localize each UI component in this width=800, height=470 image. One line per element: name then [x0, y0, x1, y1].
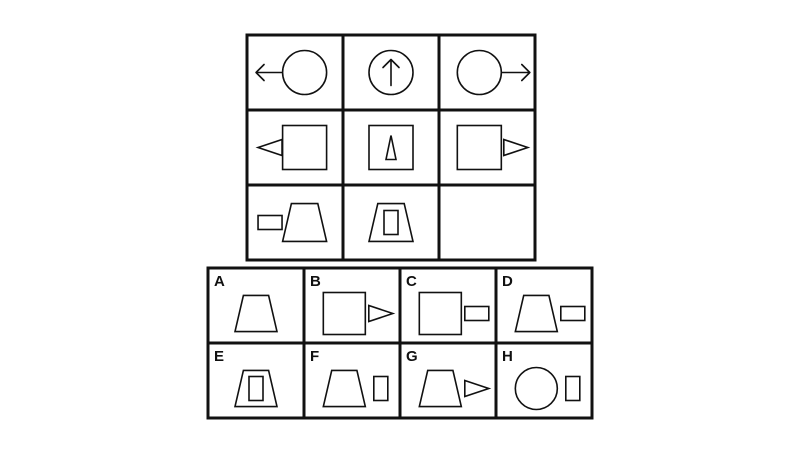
- option-label: C: [406, 273, 417, 290]
- matrix-cell-r3-c1: [245, 183, 345, 262]
- option-label: F: [310, 348, 319, 365]
- triangle-up-icon: [385, 135, 397, 161]
- option-b[interactable]: B: [302, 266, 402, 345]
- matrix-cell-r1-c2: [341, 33, 441, 112]
- puzzle-matrix: [245, 33, 537, 262]
- option-label: A: [214, 273, 225, 290]
- matrix-cell-r1-c3: [437, 33, 537, 112]
- option-label: D: [502, 273, 513, 290]
- option-label: E: [214, 348, 224, 365]
- circle-shape: [281, 49, 328, 96]
- option-d[interactable]: D: [494, 266, 594, 345]
- circle-shape: [456, 49, 503, 96]
- trapezoid-shape: [322, 369, 367, 408]
- vertical-rectangle-icon: [383, 209, 399, 236]
- left-arrow-icon: [255, 63, 285, 82]
- trapezoid-shape: [514, 294, 559, 333]
- up-arrow-icon: [382, 58, 400, 87]
- trapezoid-shape: [233, 294, 279, 333]
- square-shape: [418, 291, 463, 336]
- option-g[interactable]: G: [398, 341, 498, 420]
- trapezoid-shape: [281, 202, 328, 243]
- triangle-right-icon: [367, 304, 396, 323]
- matrix-cell-r2-c3: [437, 108, 537, 187]
- triangle-left-icon: [255, 138, 283, 157]
- horizontal-rectangle-icon: [463, 305, 490, 322]
- answer-options: A B C D E F G H: [206, 266, 594, 420]
- triangle-right-icon: [502, 138, 531, 157]
- vertical-rectangle-icon: [372, 375, 389, 402]
- square-shape: [456, 124, 503, 171]
- square-shape: [281, 124, 328, 171]
- square-shape: [322, 291, 367, 336]
- triangle-right-icon: [463, 379, 492, 398]
- matrix-cell-r3-c2: [341, 183, 441, 262]
- circle-shape: [514, 366, 559, 411]
- matrix-cell-r3-c3: [437, 183, 537, 262]
- option-f[interactable]: F: [302, 341, 402, 420]
- trapezoid-shape: [418, 369, 463, 408]
- option-label: H: [502, 348, 513, 365]
- option-c[interactable]: C: [398, 266, 498, 345]
- option-label: G: [406, 348, 418, 365]
- vertical-rectangle-icon: [248, 375, 264, 402]
- horizontal-rectangle-icon: [559, 305, 586, 322]
- matrix-cell-r2-c1: [245, 108, 345, 187]
- option-e[interactable]: E: [206, 341, 306, 420]
- vertical-rectangle-icon: [564, 375, 581, 402]
- option-label: B: [310, 273, 321, 290]
- right-arrow-icon: [501, 63, 531, 82]
- matrix-cell-r1-c1: [245, 33, 345, 112]
- option-a[interactable]: A: [206, 266, 306, 345]
- option-h[interactable]: H: [494, 341, 594, 420]
- matrix-cell-r2-c2: [341, 108, 441, 187]
- horizontal-rectangle-icon: [257, 214, 283, 231]
